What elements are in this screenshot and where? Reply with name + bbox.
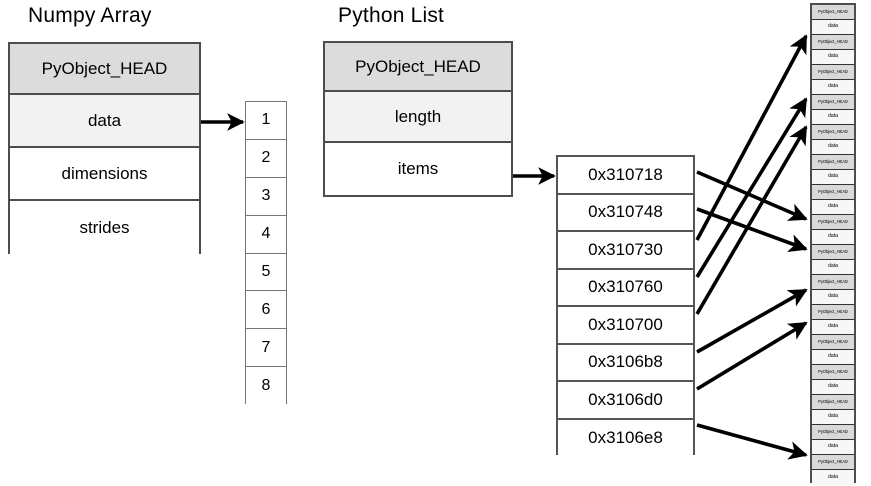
pointer-cell: 0x310730 <box>558 232 693 270</box>
object-data-row: data <box>812 410 854 425</box>
buffer-cell: 8 <box>246 367 286 405</box>
buffer-cell: 2 <box>246 139 286 178</box>
buffer-cell: 1 <box>246 102 286 140</box>
list-row-items: items <box>325 143 511 195</box>
object-data-row: data <box>812 80 854 95</box>
numpy-array-title: Numpy Array <box>28 4 152 27</box>
pointer-cell: 0x310700 <box>558 307 693 345</box>
pointer-cell: 0x310748 <box>558 194 693 232</box>
object-data-row: data <box>812 50 854 65</box>
pointer-cell: 0x3106b8 <box>558 344 693 382</box>
arrow-ptr-6 <box>696 288 808 354</box>
object-data-row: data <box>812 110 854 125</box>
object-head-row: PyObject_HEAD <box>812 35 854 50</box>
pointer-to-object-arrows <box>695 34 808 460</box>
object-head-row: PyObject_HEAD <box>812 125 854 140</box>
buffer-cell: 7 <box>246 329 286 368</box>
arrow-ptr-3 <box>695 34 808 241</box>
numpy-row-data: data <box>10 95 199 148</box>
python-list-title: Python List <box>338 4 445 27</box>
arrow-ptr-4 <box>695 97 808 278</box>
buffer-cell: 4 <box>246 215 286 254</box>
object-head-row: PyObject_HEAD <box>812 275 854 290</box>
object-data-row: data <box>812 440 854 455</box>
pointer-cell: 0x310760 <box>558 269 693 307</box>
object-head-row: PyObject_HEAD <box>812 305 854 320</box>
object-data-row: data <box>812 470 854 485</box>
object-head-row: PyObject_HEAD <box>812 335 854 350</box>
buffer-cell: 3 <box>246 177 286 216</box>
numpy-row-pyobject-head: PyObject_HEAD <box>10 44 199 95</box>
object-head-row: PyObject_HEAD <box>812 185 854 200</box>
object-head-row: PyObject_HEAD <box>812 425 854 440</box>
numpy-row-dimensions: dimensions <box>10 148 199 201</box>
list-row-length: length <box>325 92 511 143</box>
object-data-row: data <box>812 170 854 185</box>
object-data-row: data <box>812 350 854 365</box>
pointer-cell: 0x310718 <box>558 157 693 195</box>
list-row-pyobject-head: PyObject_HEAD <box>325 43 511 92</box>
buffer-cell: 6 <box>246 291 286 330</box>
pointer-cell: 0x3106e8 <box>558 419 693 457</box>
object-data-row: data <box>812 290 854 305</box>
object-head-row: PyObject_HEAD <box>812 215 854 230</box>
object-head-row: PyObject_HEAD <box>812 395 854 410</box>
object-data-row: data <box>812 140 854 155</box>
object-head-row: PyObject_HEAD <box>812 455 854 470</box>
arrow-ptr-8 <box>696 423 808 460</box>
arrow-ptr-5 <box>695 125 808 315</box>
object-data-row: data <box>812 320 854 335</box>
object-head-row: PyObject_HEAD <box>812 5 854 20</box>
object-data-row: data <box>812 380 854 395</box>
object-head-row: PyObject_HEAD <box>812 95 854 110</box>
arrow-ptr-7 <box>696 321 808 391</box>
object-data-row: data <box>812 200 854 215</box>
buffer-cell: 5 <box>246 253 286 292</box>
object-data-row: data <box>812 260 854 275</box>
pointer-cell: 0x3106d0 <box>558 382 693 420</box>
arrow-ptr-2 <box>696 207 808 252</box>
numpy-row-strides: strides <box>10 201 199 254</box>
object-head-row: PyObject_HEAD <box>812 365 854 380</box>
object-head-row: PyObject_HEAD <box>812 65 854 80</box>
object-head-row: PyObject_HEAD <box>812 155 854 170</box>
object-head-row: PyObject_HEAD <box>812 245 854 260</box>
arrow-ptr-1 <box>696 170 808 221</box>
object-data-row: data <box>812 230 854 245</box>
object-data-row: data <box>812 20 854 35</box>
